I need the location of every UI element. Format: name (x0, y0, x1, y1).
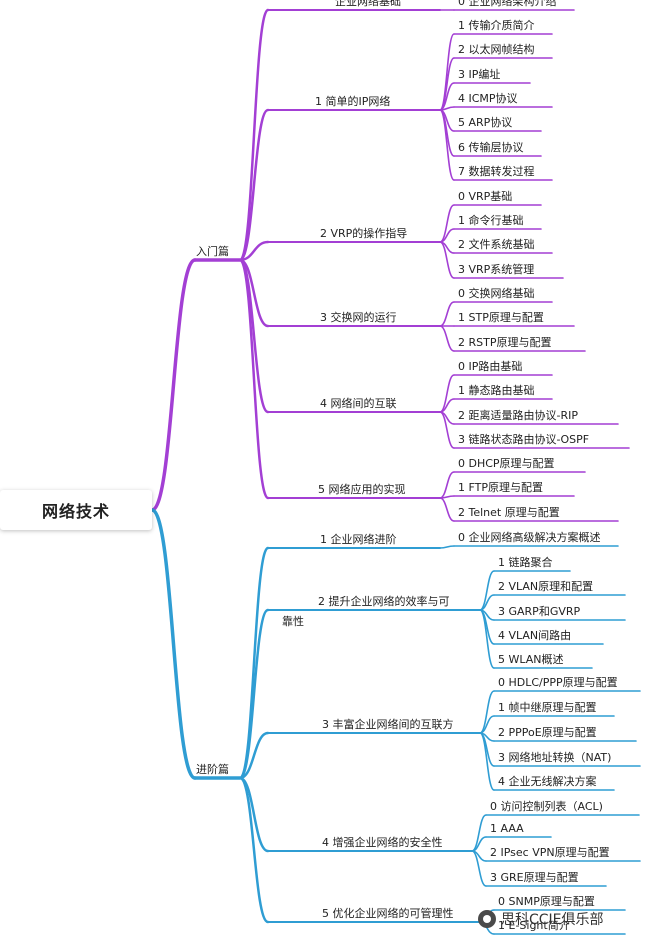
leaf-label: 2 IPsec VPN原理与配置 (490, 846, 610, 859)
connector-line (238, 608, 270, 780)
leaf-label: 3 链路状态路由协议-OSPF (458, 433, 590, 446)
connector-line (439, 497, 455, 522)
connector-line (479, 732, 495, 791)
leaf-label: 1 E-Sight简介 (498, 919, 570, 932)
leaf-label: 4 VLAN间路由 (498, 629, 572, 642)
topic-label: 4 增强企业网络的安全性 (322, 836, 443, 849)
leaf-label: 1 FTP原理与配置 (458, 481, 543, 494)
connector-line (479, 690, 495, 734)
connector-line (238, 546, 270, 780)
root-node: 网络技术 (0, 490, 152, 530)
connector-line (439, 411, 455, 449)
leaf-label: 0 企业网络架构介绍 (458, 0, 557, 8)
branch-label: 进阶篇 (196, 763, 229, 776)
leaf-label: 3 GRE原理与配置 (490, 871, 579, 884)
wechat-icon (478, 910, 496, 928)
leaf-label: 3 网络地址转换（NAT) (498, 751, 612, 764)
leaf-label: 0 交换网络基础 (458, 287, 535, 300)
topic-label: 5 优化企业网络的可管理性 (322, 907, 454, 920)
connector-line (238, 240, 270, 262)
leaf-label: 3 GARP和GVRP (498, 605, 581, 618)
connector-line (238, 8, 270, 262)
connector-line (238, 731, 270, 780)
leaf-label: 1 链路聚合 (498, 556, 553, 569)
leaf-label: 6 传输层协议 (458, 141, 524, 154)
topic-label: 2 VRP的操作指导 (320, 227, 408, 240)
topic-label: 3 丰富企业网络间的互联方 (322, 718, 454, 731)
leaf-label: 1 AAA (490, 822, 524, 835)
leaf-label: 2 以太网帧结构 (458, 43, 535, 56)
leaf-label: 0 VRP基础 (458, 190, 513, 203)
leaf-label: 0 HDLC/PPP原理与配置 (498, 676, 618, 689)
topic-label: 1 企业网络进阶 (320, 533, 397, 546)
watermark-text: 思科CCIE俱乐部 (501, 912, 604, 928)
leaf-label: 1 帧中继原理与配置 (498, 701, 597, 714)
leaf-label: 2 RSTP原理与配置 (458, 336, 552, 349)
leaf-label: 2 Telnet 原理与配置 (458, 506, 560, 519)
leaf-label: 3 VRP系统管理 (458, 263, 535, 276)
leaf-label: 0 SNMP原理与配置 (498, 895, 595, 908)
leaf-label: 5 ARP协议 (458, 116, 513, 129)
topic-label: 3 交换网的运行 (320, 311, 397, 324)
leaf-label: 7 数据转发过程 (458, 165, 535, 178)
topic-label: 1 简单的IP网络 (315, 95, 391, 108)
connector-line (439, 301, 455, 327)
connector-line (238, 258, 270, 500)
connector-line (471, 850, 487, 887)
leaf-label: 1 STP原理与配置 (458, 311, 544, 324)
topic-label: 5 网络应用的实现 (318, 483, 406, 496)
leaf-label: 0 企业网络高级解决方案概述 (458, 531, 601, 544)
connector-line (439, 325, 455, 352)
connector-line (479, 609, 495, 669)
branch-label: 入门篇 (196, 245, 229, 258)
connector-line (439, 471, 455, 499)
connector-line (439, 545, 455, 549)
leaf-label: 3 IP编址 (458, 68, 501, 81)
leaf-label: 2 VLAN原理和配置 (498, 580, 594, 593)
leaf-label: 5 WLAN概述 (498, 653, 564, 666)
leaf-label: 4 企业无线解决方案 (498, 775, 597, 788)
connector-line (439, 241, 455, 279)
topic-label: 4 网络间的互联 (320, 397, 397, 410)
connector-line (439, 109, 455, 181)
leaf-label: 4 ICMP协议 (458, 92, 518, 105)
topic-label: 2 提升企业网络的效率与可 (318, 595, 450, 608)
connector-line (150, 508, 197, 780)
leaf-label: 2 文件系统基础 (458, 238, 535, 251)
leaf-label: 2 PPPoE原理与配置 (498, 726, 597, 739)
leaf-label: 1 传输介质简介 (458, 19, 535, 32)
leaf-label: 1 静态路由基础 (458, 384, 535, 397)
leaf-label: 0 访问控制列表（ACL) (490, 800, 603, 813)
leaf-label: 0 IP路由基础 (458, 360, 523, 373)
leaf-label: 2 距离适量路由协议-RIP (458, 409, 578, 422)
topic-label-continuation: 靠性 (282, 615, 304, 628)
leaf-label: 1 命令行基础 (458, 214, 524, 227)
topic-label: 企业网络基础 (335, 0, 401, 8)
leaf-label: 0 DHCP原理与配置 (458, 457, 555, 470)
watermark: 思科CCIE俱乐部 (478, 908, 648, 930)
connector-line (150, 258, 197, 512)
connector-line (238, 108, 270, 262)
connector-line (238, 776, 270, 924)
